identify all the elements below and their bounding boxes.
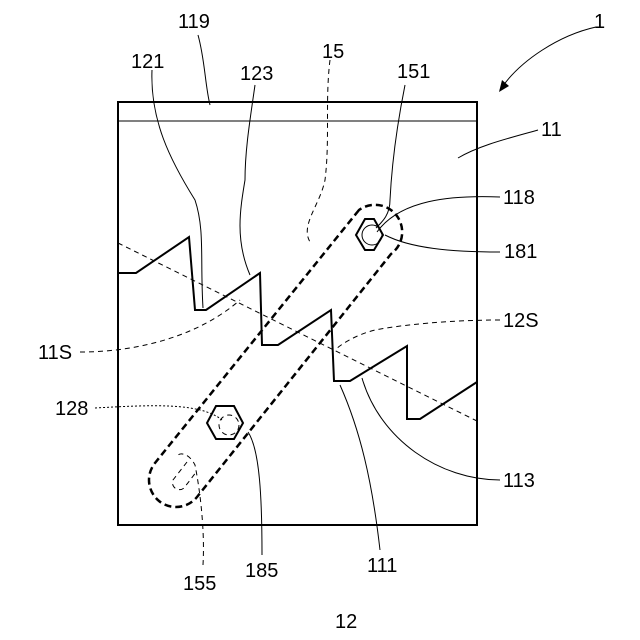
leader-185 [248, 432, 262, 555]
label-151: 151 [397, 61, 430, 83]
label-123: 123 [240, 63, 273, 85]
label-113: 113 [503, 470, 535, 492]
leader-1 [500, 27, 596, 90]
label-181: 181 [504, 241, 537, 263]
label-11: 11 [541, 119, 562, 141]
label-119: 119 [178, 11, 210, 33]
diagonal-dashed-line [118, 243, 477, 421]
leader-1-arrowhead [499, 80, 509, 92]
label-1: 1 [594, 11, 605, 33]
lower-hole [219, 415, 239, 435]
label-12S: 12S [503, 310, 539, 332]
label-118: 118 [503, 187, 535, 209]
upper-hole [362, 225, 382, 245]
label-155: 155 [183, 573, 216, 595]
zigzag-boundary [118, 237, 477, 419]
label-121: 121 [131, 51, 164, 73]
label-12: 12 [335, 611, 357, 633]
leader-11S [80, 300, 240, 352]
leader-118 [377, 197, 500, 232]
leader-119 [198, 35, 210, 105]
label-11S: 11S [38, 342, 72, 364]
leader-128 [95, 406, 222, 420]
leader-11 [458, 130, 538, 158]
leader-123 [240, 85, 255, 275]
upper-hex-nut-icon [356, 219, 383, 250]
leader-155 [178, 454, 203, 565]
leader-12S [335, 320, 500, 350]
outer-frame [118, 102, 477, 525]
label-15: 15 [322, 41, 344, 63]
leader-15 [307, 60, 330, 242]
label-111: 111 [367, 555, 397, 577]
label-185: 185 [245, 560, 278, 582]
label-128: 128 [55, 398, 88, 420]
leader-113 [362, 378, 500, 480]
inner-slot-end [172, 462, 197, 490]
